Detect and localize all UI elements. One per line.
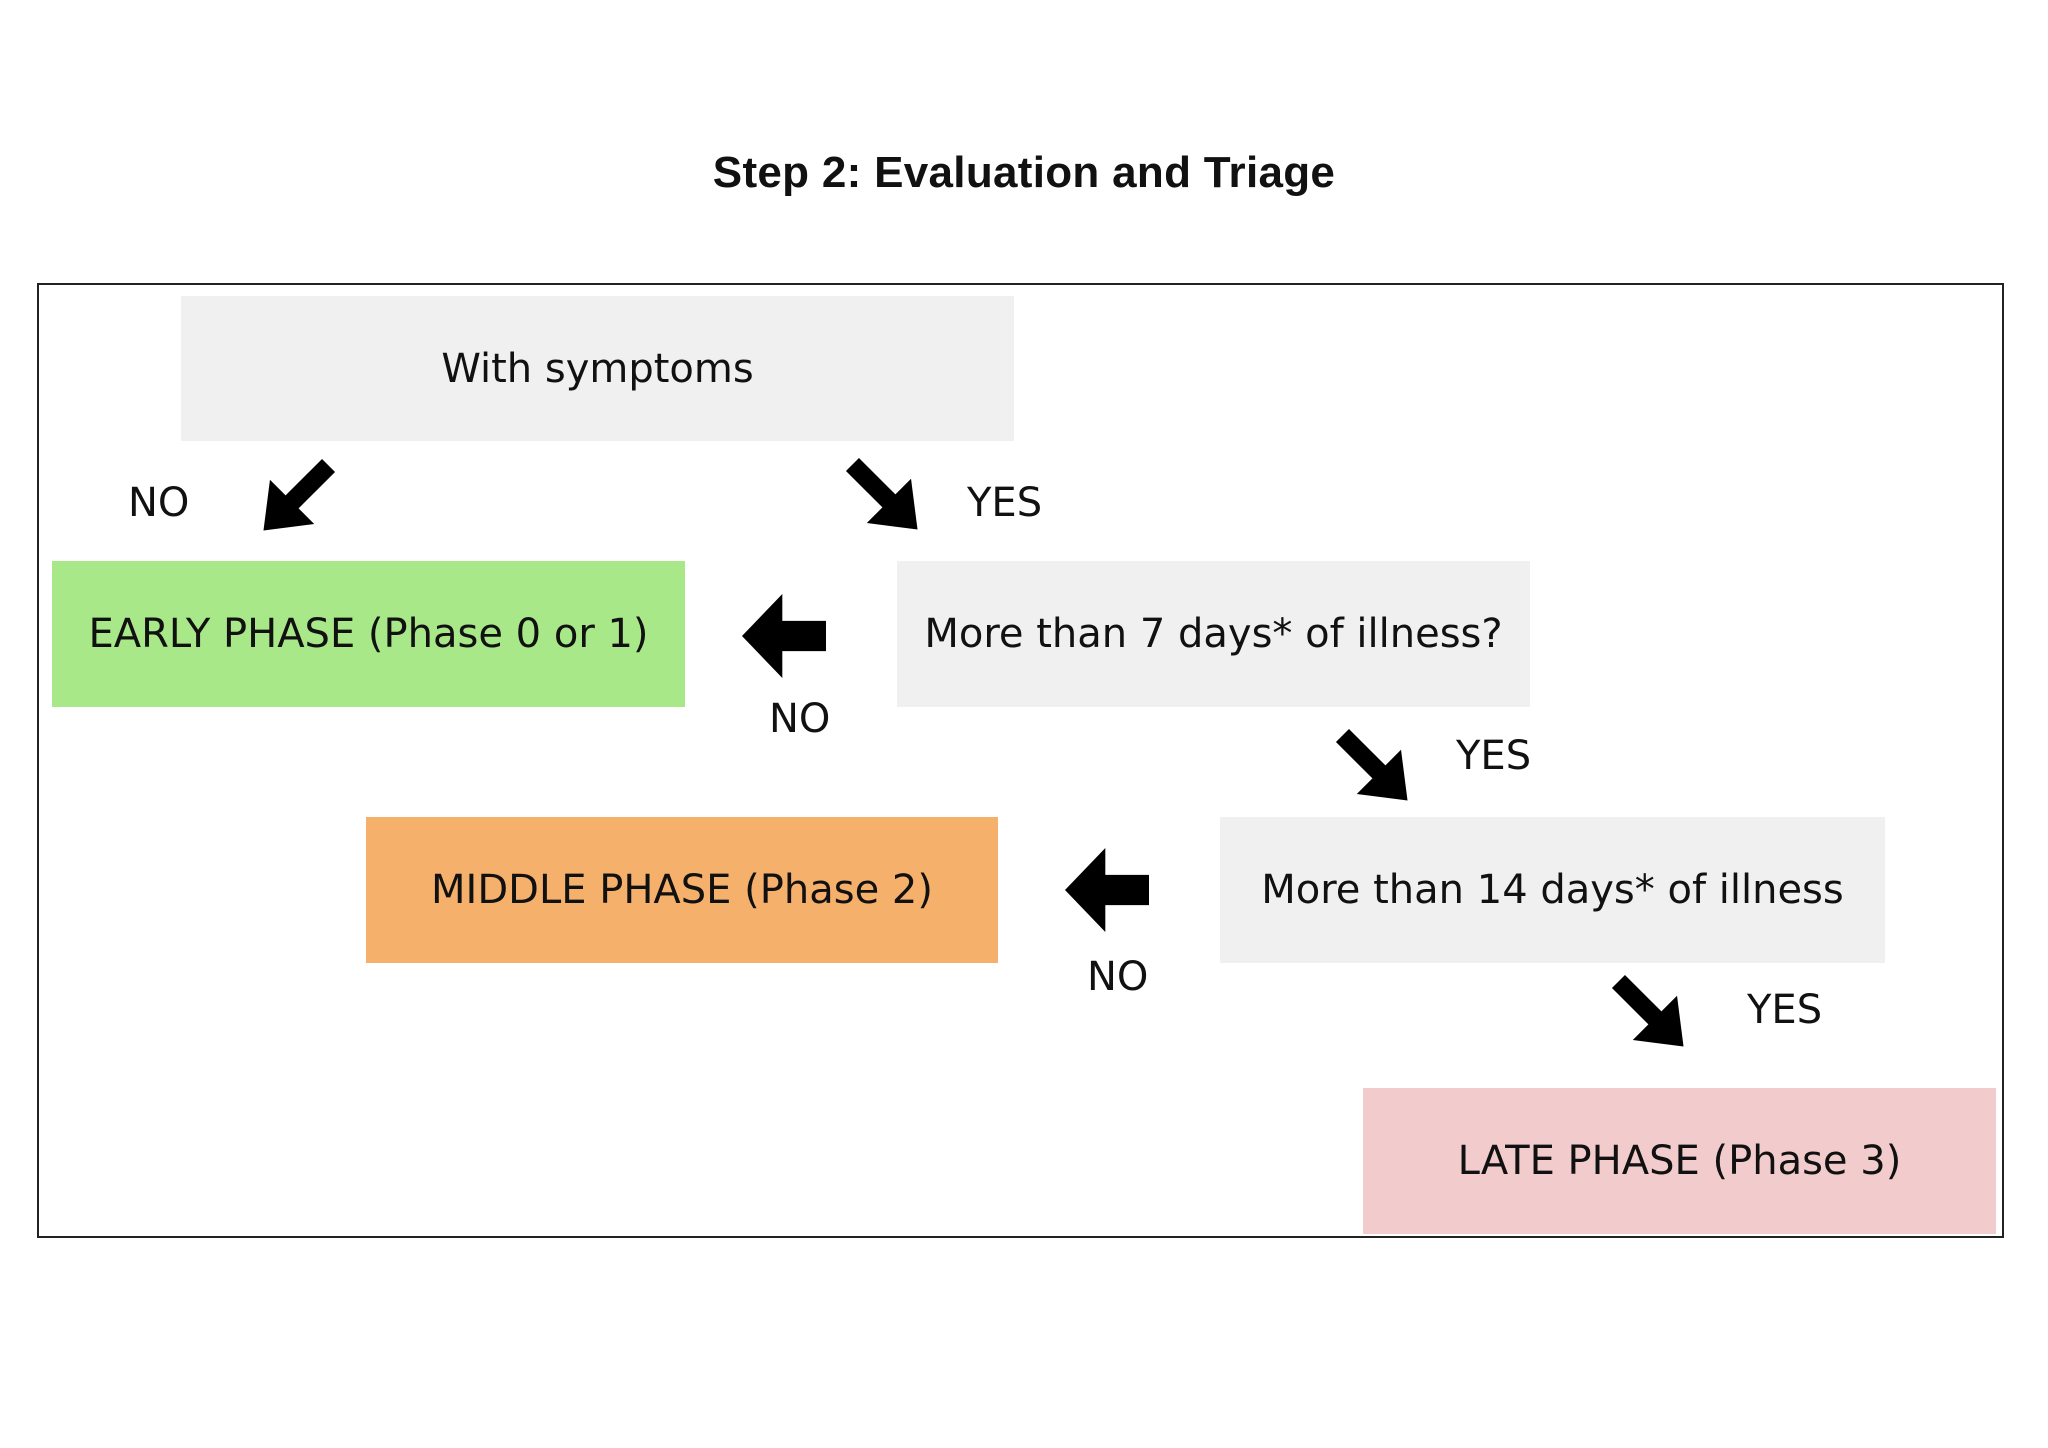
node-late-phase: LATE PHASE (Phase 3) (1363, 1088, 1996, 1234)
node-early-phase: EARLY PHASE (Phase 0 or 1) (52, 561, 685, 707)
page-title: Step 2: Evaluation and Triage (712, 148, 1336, 197)
edge-label-no: NO (128, 480, 190, 526)
node-with-symptoms: With symptoms (181, 296, 1014, 441)
arrow-down-right-icon (1611, 974, 1684, 1047)
edge-label-yes: YES (1456, 733, 1532, 779)
edge-label-no: NO (1087, 954, 1149, 1000)
arrow-left-icon (742, 594, 826, 678)
arrow-left-icon (1065, 848, 1149, 932)
edge-label-yes: YES (1747, 987, 1823, 1033)
arrow-down-right-icon (845, 457, 918, 530)
arrow-down-left-icon (263, 458, 336, 531)
arrow-down-right-icon (1335, 728, 1408, 801)
node-more-than-7-days: More than 7 days* of illness? (897, 561, 1530, 707)
edge-label-no: NO (769, 696, 831, 742)
node-middle-phase: MIDDLE PHASE (Phase 2) (366, 817, 998, 963)
edge-label-yes: YES (967, 480, 1043, 526)
node-more-than-14-days: More than 14 days* of illness (1220, 817, 1885, 963)
flowchart-frame (37, 283, 2004, 1238)
